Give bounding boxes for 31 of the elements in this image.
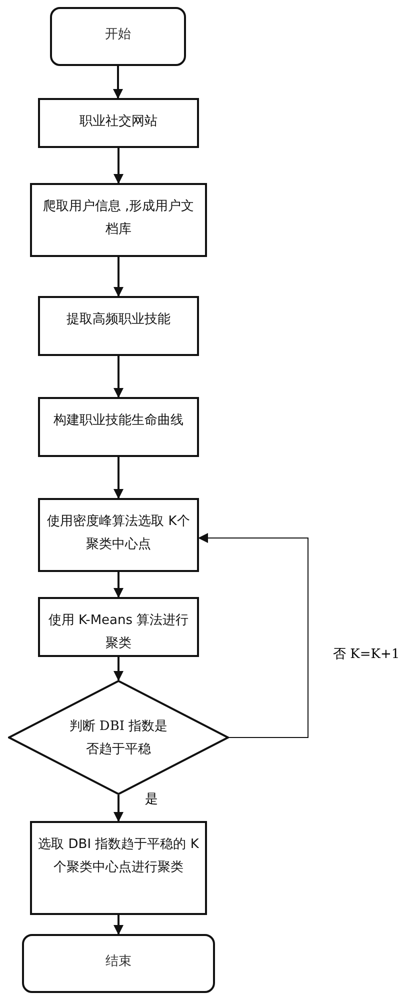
process-box [38, 98, 199, 148]
node-text: 判断 DBI 指数是否趋于平稳 [68, 718, 169, 758]
process-box [30, 821, 207, 915]
arrow [198, 533, 308, 738]
process-box [38, 498, 199, 572]
node-text: 职业社交网站 [80, 113, 158, 131]
process-box [38, 597, 199, 657]
edge-label: 否 K=K+1 [333, 645, 400, 663]
arrow [114, 572, 124, 598]
arrow [114, 257, 124, 297]
arrow [114, 148, 124, 184]
node-text: 开始 [105, 26, 131, 44]
arrow [114, 657, 124, 681]
node-text: 结束 [106, 953, 132, 971]
node-text: 提取高频职业技能 [66, 311, 170, 329]
process-box [30, 183, 207, 257]
arrow [114, 356, 124, 398]
node-text: 使用 K-Means 算法进行聚类 [47, 612, 190, 653]
arrow [113, 66, 123, 99]
process-box [38, 397, 199, 457]
node-text: 构建职业技能生命曲线 [54, 412, 184, 430]
arrow [114, 915, 124, 935]
node-text: 爬取用户信息 ,形成用户文档库 [42, 198, 196, 239]
arrow [114, 795, 124, 822]
node-text: 选取 DBI 指数趋于平稳的 K个聚类中心点进行聚类 [38, 836, 199, 877]
arrow [114, 457, 124, 499]
terminal-box [22, 934, 215, 993]
process-box [38, 296, 199, 356]
edge-label: 是 [145, 790, 158, 808]
node-text: 使用密度峰算法选取 K个聚类中心点 [46, 513, 191, 554]
terminal-box [50, 7, 186, 66]
